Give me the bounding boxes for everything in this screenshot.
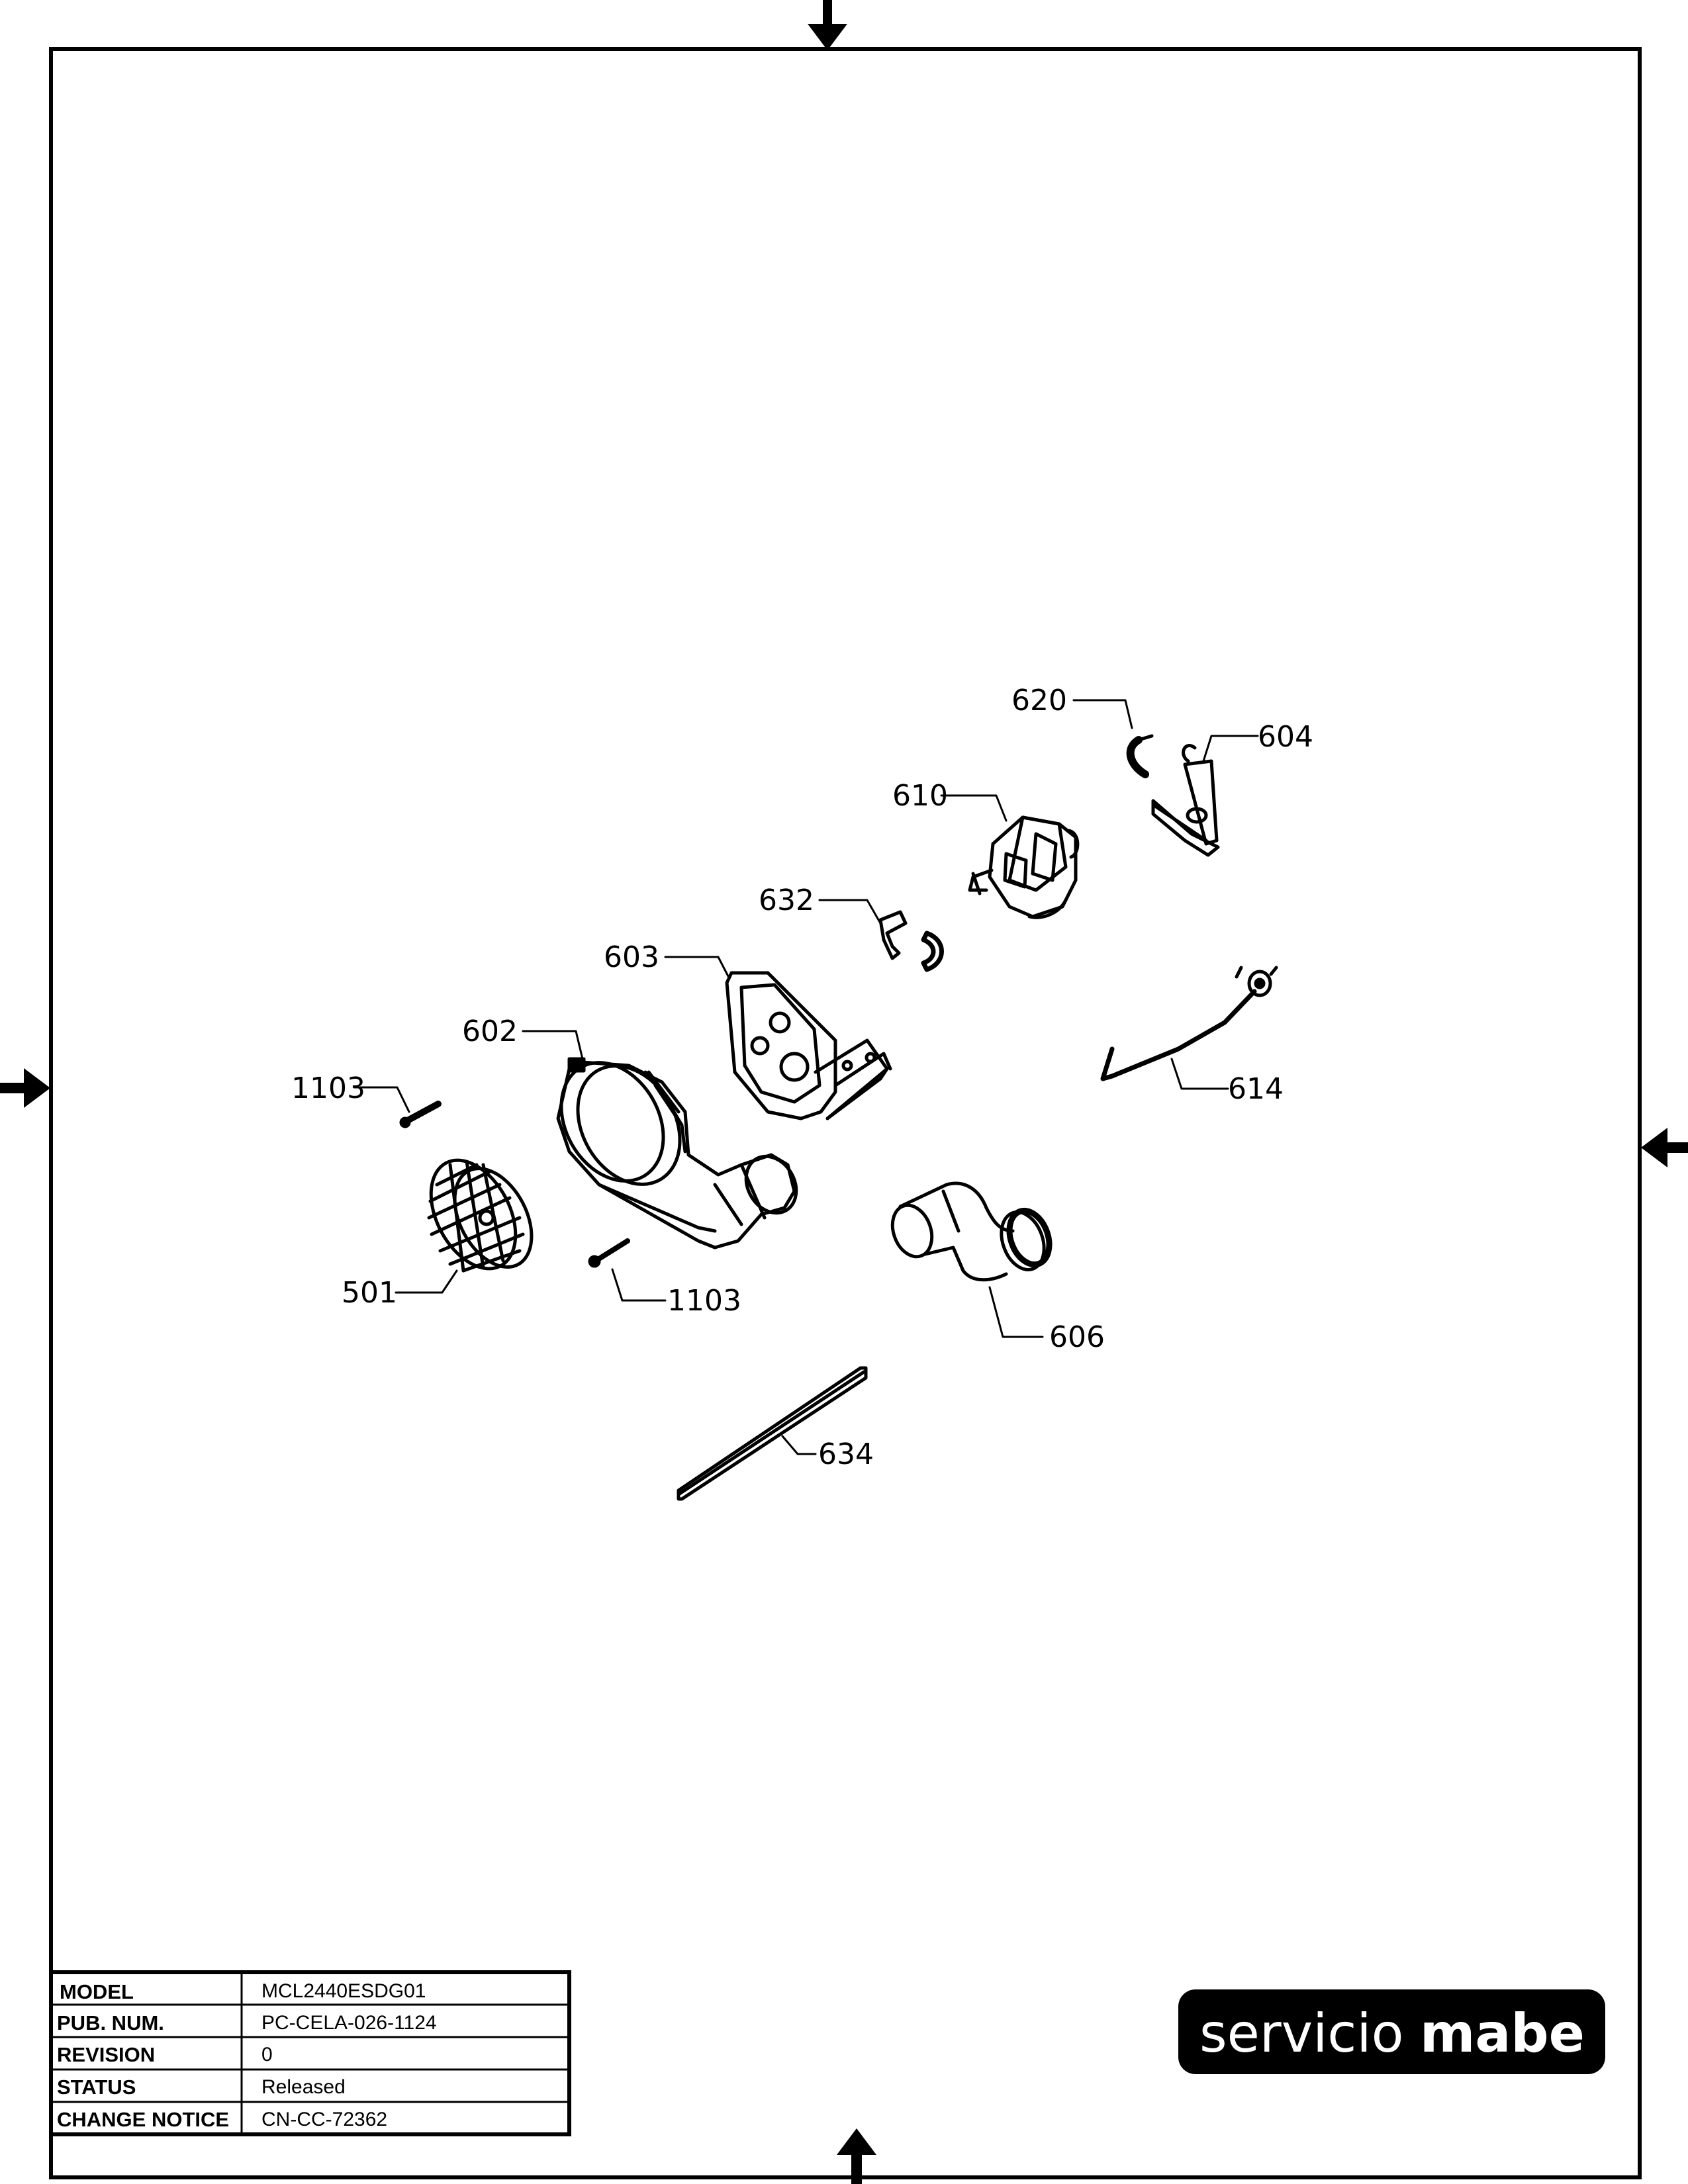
drawing-frame (49, 47, 1642, 2179)
leader-1103a (353, 1086, 410, 1113)
logo-word-mabe: mabe (1420, 2003, 1585, 2064)
leader-610 (940, 794, 1008, 822)
leader-634 (781, 1435, 817, 1455)
callout-614: 614 (1228, 1072, 1284, 1106)
leader-614 (1170, 1058, 1229, 1090)
callout-604: 604 (1258, 720, 1313, 754)
part-604-bracket (1151, 744, 1220, 857)
change-notice-value: CN-CC-72362 (261, 2109, 387, 2130)
callout-1103-upper: 1103 (291, 1071, 365, 1105)
status-value: Released (261, 2076, 346, 2098)
leader-603 (664, 956, 729, 978)
leader-602 (522, 1030, 584, 1060)
callout-501: 501 (342, 1276, 397, 1310)
part-603-pump-bracket (725, 971, 892, 1120)
centering-arrow-top (808, 0, 847, 50)
leader-501 (395, 1269, 458, 1294)
servicio-mabe-logo: servicio mabe (1178, 1989, 1605, 2074)
callout-606: 606 (1049, 1320, 1105, 1354)
centering-arrow-right (1641, 1128, 1688, 1167)
part-606-elbow-hose (890, 1181, 1053, 1282)
change-notice-label: CHANGE NOTICE (57, 2108, 229, 2131)
pub-num-label: PUB. NUM. (57, 2011, 164, 2034)
callout-620: 620 (1011, 684, 1067, 717)
leader-620 (1072, 699, 1133, 729)
revision-value: 0 (261, 2044, 273, 2066)
status-label: STATUS (57, 2075, 136, 2099)
part-632-clamp (878, 910, 944, 972)
pub-num-value: PC-CELA-026-1124 (261, 2012, 437, 2034)
callout-634: 634 (818, 1437, 874, 1471)
model-label: MODEL (60, 1980, 134, 2003)
part-634-strip (677, 1366, 868, 1501)
part-620-clip (1126, 734, 1154, 778)
leader-1103b (611, 1268, 667, 1302)
part-501-fan-impeller (427, 1158, 534, 1273)
callout-632: 632 (759, 884, 814, 917)
part-1103-screw-upper (399, 1101, 442, 1128)
logo-word-servicio: servicio (1199, 2003, 1404, 2064)
leader-632 (818, 899, 882, 925)
callout-610: 610 (892, 779, 948, 813)
model-value: MCL2440ESDG01 (261, 1980, 426, 2002)
centering-arrow-left (0, 1068, 50, 1108)
leader-604 (1202, 735, 1259, 762)
part-602-blower-housing (556, 1057, 798, 1250)
callout-labels: 620 604 610 632 603 602 1103 614 501 110… (291, 684, 1313, 1471)
leader-606 (988, 1286, 1044, 1338)
revision-label: REVISION (57, 2043, 155, 2066)
title-block: MODEL MCL2440ESDG01 PUB. NUM. PC-CELA-02… (49, 1970, 571, 2136)
callout-602: 602 (462, 1015, 518, 1048)
leader-lines (353, 699, 1259, 1455)
part-1103-screw-lower (588, 1238, 630, 1268)
callout-1103-lower: 1103 (667, 1284, 741, 1318)
part-610-pump-motor (968, 815, 1080, 919)
part-614-rod (1100, 966, 1278, 1081)
callout-603: 603 (604, 940, 659, 974)
centering-arrow-bottom (837, 2128, 876, 2184)
